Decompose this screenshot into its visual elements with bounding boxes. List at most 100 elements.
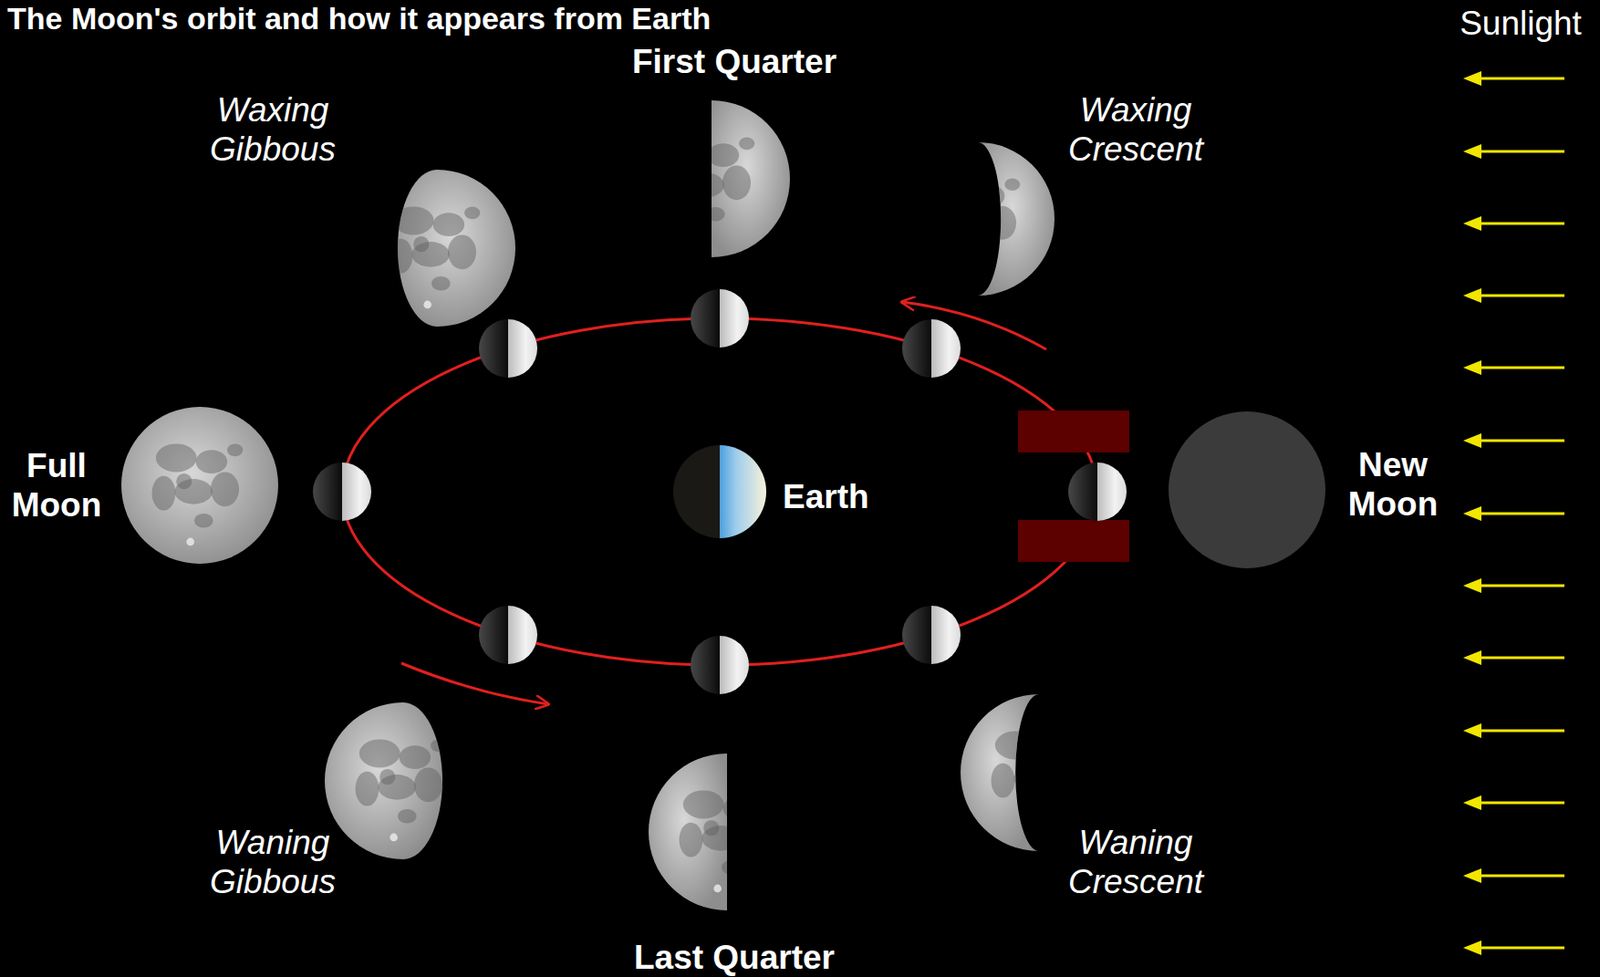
phase-label: Last Quarter xyxy=(615,937,853,977)
sunlight-arrow xyxy=(1463,940,1565,956)
title-holder: The Moon's orbit and how it appears from… xyxy=(7,0,711,37)
phase-label: New Moon xyxy=(1338,445,1448,524)
moon-phase-node: Waning Gibbous xyxy=(164,693,511,913)
lunar-mare xyxy=(737,818,767,853)
moon-lit-surface xyxy=(960,694,1039,852)
phase-label: Waxing Gibbous xyxy=(190,90,355,169)
lunar-crater xyxy=(965,270,973,278)
sunlight-arrow xyxy=(1463,433,1565,448)
sunlight-arrow xyxy=(1463,578,1565,593)
redaction-box xyxy=(1018,410,1130,453)
sunlight-arrow xyxy=(1463,868,1565,884)
sunlight-arrow xyxy=(1463,506,1565,521)
lunar-mare xyxy=(723,796,755,821)
orbit-moon xyxy=(478,319,538,378)
lunar-crater xyxy=(713,884,722,894)
lunar-mare xyxy=(953,212,990,238)
lunar-mare xyxy=(393,206,435,235)
lunar-mare xyxy=(685,172,724,198)
lunar-mare xyxy=(974,184,1006,208)
lunar-mare xyxy=(1013,766,1051,792)
phase-label: First Quarter xyxy=(615,41,853,82)
lunar-mare xyxy=(706,207,726,221)
orbit-moon xyxy=(690,289,749,348)
lunar-mare xyxy=(687,166,704,183)
lunar-mare xyxy=(754,789,770,803)
lunar-mare xyxy=(389,238,414,274)
lunar-mare xyxy=(431,276,451,291)
lunar-mare xyxy=(955,207,971,223)
moon-phase-node: Waning Crescent xyxy=(948,684,1259,913)
lunar-crater xyxy=(186,538,195,547)
lunar-mare xyxy=(1033,800,1053,815)
orbit-moon xyxy=(690,635,749,695)
label-holder: Sunlight xyxy=(1459,3,1582,43)
moon-lit-surface xyxy=(324,702,443,860)
earth-node: Earth xyxy=(665,437,885,548)
lunar-mare xyxy=(414,767,443,802)
lunar-mare xyxy=(1004,177,1020,190)
sunlight-arrow xyxy=(1463,144,1565,159)
lunar-mare xyxy=(210,471,239,507)
lunar-mare xyxy=(194,513,214,528)
lunar-mare xyxy=(995,730,1037,759)
sunlight-arrow xyxy=(1463,650,1565,665)
diagram-title: The Moon's orbit and how it appears from… xyxy=(7,0,711,37)
redaction-box xyxy=(1018,519,1130,562)
phase-label: Waxing Crescent xyxy=(1053,90,1218,169)
lunar-crater xyxy=(697,231,707,240)
lunar-mare xyxy=(707,143,739,167)
lunar-mare xyxy=(667,136,709,166)
moon-phase-node: First Quarter xyxy=(592,36,876,274)
earth-night-side xyxy=(673,445,720,539)
lunar-mare xyxy=(991,763,1016,799)
orbit-moon xyxy=(312,462,372,521)
lunar-mare xyxy=(679,822,704,858)
sunlight-arrow xyxy=(1463,795,1565,811)
lunar-mare xyxy=(359,738,401,768)
sunlight-arrow xyxy=(1463,360,1565,375)
lunar-mare xyxy=(1049,758,1079,794)
lunar-mare xyxy=(931,209,955,244)
orbit-path xyxy=(342,318,1098,665)
lunar-mare xyxy=(722,165,751,200)
lunar-mare xyxy=(379,768,395,785)
moon-lit-surface xyxy=(711,100,790,258)
lunar-mare xyxy=(1035,737,1067,761)
lunar-mare xyxy=(721,860,741,874)
lunar-mare xyxy=(413,236,429,252)
orbit-moon xyxy=(902,605,961,665)
earth-label: Earth xyxy=(782,477,870,517)
lunar-crater xyxy=(1025,825,1034,834)
new-moon-disc xyxy=(1168,411,1326,569)
sunlight-arrow xyxy=(1463,723,1565,738)
moon-lit-surface xyxy=(397,169,516,327)
lunar-mare xyxy=(227,443,243,457)
lunar-mare xyxy=(988,206,1017,240)
lunar-mare xyxy=(738,136,755,150)
moon-phase-node: Full Moon xyxy=(0,392,292,584)
lunar-crater xyxy=(423,301,432,310)
lunar-mare xyxy=(433,212,465,237)
orbit-direction-arrow xyxy=(902,301,1047,350)
phase-label: Waning Gibbous xyxy=(190,822,355,902)
lunar-mare xyxy=(1066,730,1082,744)
lunar-mare xyxy=(683,789,725,819)
sunlight-arrow xyxy=(1463,71,1565,86)
moon-phase-node: Waxing Gibbous xyxy=(164,82,530,347)
earth-day-side xyxy=(719,445,767,539)
sunlight-arrow xyxy=(1463,216,1565,231)
moon-lit-surface xyxy=(648,753,728,911)
moon-phase-node: Waxing Crescent xyxy=(893,82,1250,311)
lunar-mare xyxy=(196,449,228,474)
sunlight-arrow xyxy=(1463,288,1565,303)
moon-photo xyxy=(893,82,1250,311)
lunar-mare xyxy=(447,234,477,270)
orbit-direction-arrow xyxy=(401,663,549,705)
lunar-mare xyxy=(152,476,177,511)
moon-phase-node: Last Quarter xyxy=(592,743,876,977)
lunar-crater xyxy=(389,833,398,842)
orbit-moon xyxy=(902,319,961,378)
lunar-mare xyxy=(1015,760,1031,777)
